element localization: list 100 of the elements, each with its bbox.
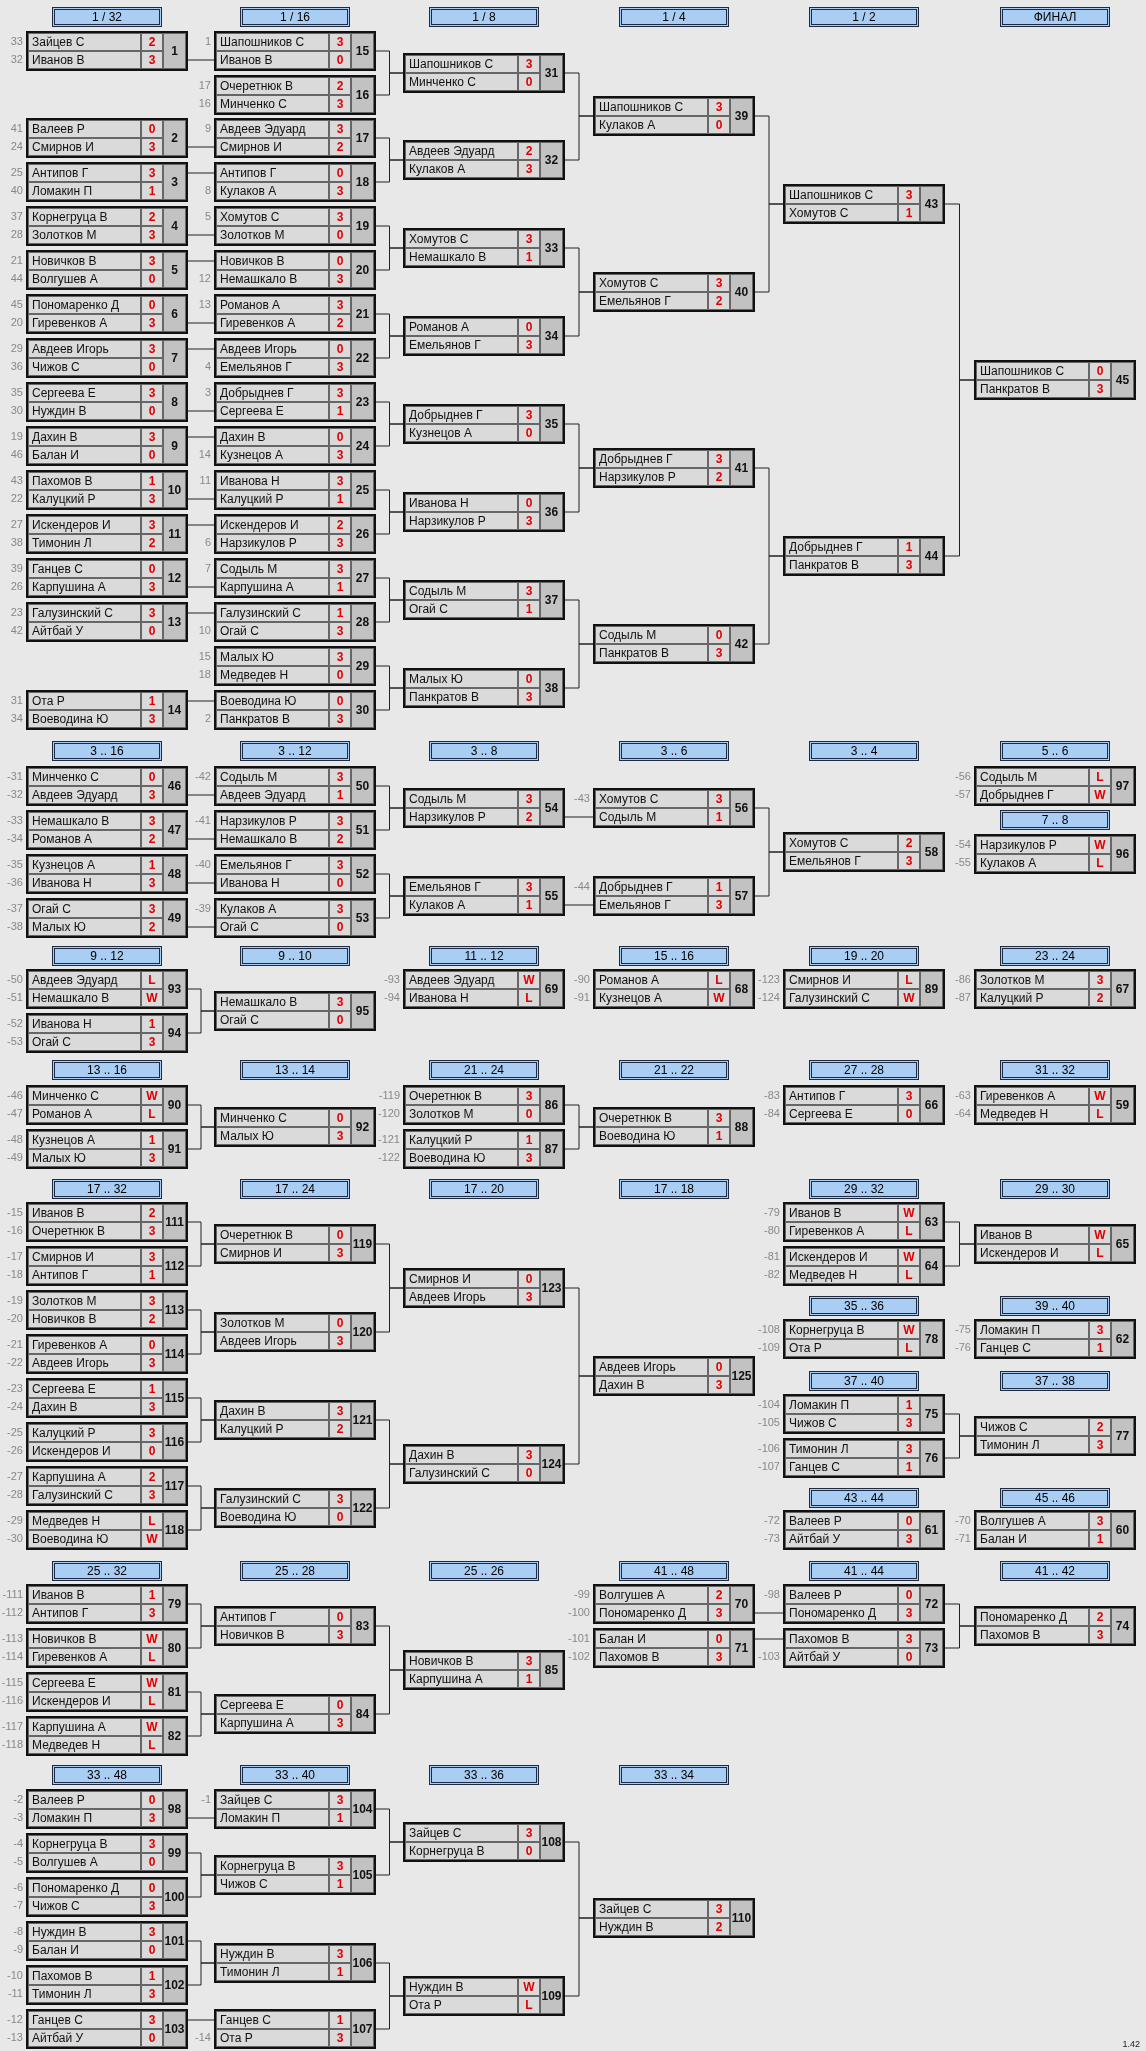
score: 3 [329, 120, 351, 138]
score: 0 [708, 1630, 730, 1648]
player-name: Медведев Н [28, 1512, 141, 1530]
match-box [214, 646, 376, 686]
player-name: Панкратов В [976, 380, 1089, 398]
player-name: Ганцев С [785, 1458, 898, 1476]
score: 3 [329, 560, 351, 578]
seed-number: -118 [1, 1737, 23, 1751]
seed-number: -106 [757, 1441, 780, 1455]
match-box [974, 766, 1136, 806]
player-name: Огай С [216, 918, 329, 936]
match-number: 12 [163, 560, 186, 596]
player-name: Хомутов С [405, 230, 518, 248]
score: 3 [708, 274, 730, 292]
score: 3 [898, 852, 920, 870]
match-number: 112 [163, 1248, 186, 1284]
player-name: Авдеев Эдуард [216, 786, 329, 804]
player-name: Очеретнюк В [28, 1222, 141, 1240]
player-name: Добрыднев Г [216, 384, 329, 402]
player-name: Ота Р [216, 2029, 329, 2047]
player-name: Корнегруца В [216, 1857, 329, 1875]
player-name: Огай С [28, 900, 141, 918]
score: 3 [329, 1945, 351, 1963]
score: 3 [141, 51, 163, 69]
score: 3 [708, 1900, 730, 1918]
seed-number: -84 [764, 1106, 780, 1120]
score: W [141, 1630, 163, 1648]
match-number: 14 [163, 692, 186, 728]
match-number: 74 [1111, 1608, 1134, 1644]
bracket-line [187, 794, 215, 796]
player-name: Чижов С [28, 1897, 141, 1915]
round-header: 1 / 32 [52, 7, 162, 27]
score: 2 [329, 77, 351, 95]
seed-number: 18 [198, 667, 211, 681]
score: 0 [518, 424, 540, 442]
bracket-line [187, 322, 215, 324]
match-number: 15 [351, 33, 374, 69]
player-name: Смирнов И [28, 1248, 141, 1266]
player-name: Антипов Г [785, 1087, 898, 1105]
match-box [26, 31, 188, 71]
player-name: Чижов С [28, 358, 141, 376]
score: 3 [329, 622, 351, 640]
score: W [898, 1248, 920, 1266]
match-number: 81 [163, 1674, 186, 1710]
seed-number: 25 [10, 165, 23, 179]
player-name: Медведев Н [976, 1105, 1089, 1123]
score: L [1089, 768, 1111, 786]
score: 1 [141, 472, 163, 490]
player-name: Воеводина Ю [216, 1508, 329, 1526]
score: 0 [329, 1226, 351, 1244]
match-box [26, 810, 188, 850]
player-name: Воеводина Ю [405, 1149, 518, 1167]
bracket-line [187, 146, 215, 148]
score: 1 [141, 856, 163, 874]
player-name: Ота Р [405, 1996, 518, 2014]
match-box [26, 2009, 188, 2049]
score: 3 [141, 578, 163, 596]
player-name: Нарзикулов Р [976, 836, 1089, 854]
player-name: Карпушина А [28, 1468, 141, 1486]
score: 3 [141, 1398, 163, 1416]
player-name: Авдеев Эдуард [405, 971, 518, 989]
score: L [518, 1996, 540, 2014]
match-box [214, 514, 376, 554]
score: 0 [329, 692, 351, 710]
seed-number: -5 [13, 1854, 23, 1868]
seed-number: -51 [7, 990, 23, 1004]
player-name: Сергеева Е [216, 402, 329, 420]
match-number: 17 [351, 120, 374, 156]
player-name: Авдеев Игорь [28, 1354, 141, 1372]
player-name: Карпушина А [216, 578, 329, 596]
player-name: Шапошников С [216, 33, 329, 51]
score: 3 [518, 336, 540, 354]
bracket-line [187, 1962, 215, 1986]
match-box [974, 834, 1136, 874]
score: 0 [898, 1105, 920, 1123]
match-box [783, 1510, 945, 1550]
match-box [214, 602, 376, 642]
match-box [783, 1085, 945, 1125]
score: 1 [329, 604, 351, 622]
match-box [974, 360, 1136, 400]
seed-number: 37 [10, 209, 23, 223]
score: 3 [141, 1835, 163, 1853]
score: L [1089, 854, 1111, 872]
seed-number: -81 [764, 1249, 780, 1263]
seed-number: -119 [378, 1088, 400, 1102]
bracket-line [187, 1874, 215, 1898]
seed-number: -13 [7, 2030, 23, 2044]
seed-number: 29 [10, 341, 23, 355]
bracket-line [187, 260, 215, 262]
seed-number: -73 [764, 1531, 780, 1545]
match-box [26, 382, 188, 422]
match-box [403, 404, 565, 444]
player-name: Пахомов В [785, 1630, 898, 1648]
bracket-line [375, 423, 404, 447]
seed-number: 45 [10, 297, 23, 311]
match-box [403, 1822, 565, 1862]
match-number: 49 [163, 900, 186, 936]
player-name: Волгушев А [28, 270, 141, 288]
match-number: 39 [730, 98, 753, 134]
seed-number: -4 [13, 1836, 23, 1850]
